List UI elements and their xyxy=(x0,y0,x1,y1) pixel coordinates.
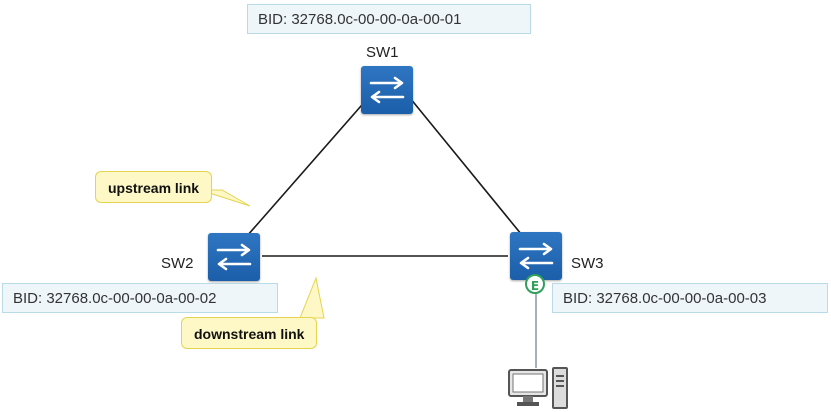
sw2-bid-label: BID: 32768.0c-00-00-0a-00-02 xyxy=(2,283,278,313)
downstream-link-callout: downstream link xyxy=(181,317,318,349)
switch-sw3[interactable] xyxy=(510,232,562,280)
sw1-bid-label: BID: 32768.0c-00-00-0a-00-01 xyxy=(247,4,531,34)
switch-icon xyxy=(216,243,252,271)
switch-sw1[interactable] xyxy=(361,66,413,114)
upstream-link-callout: upstream link xyxy=(95,171,213,203)
pc-host[interactable] xyxy=(507,364,571,412)
sw3-bid-label: BID: 32768.0c-00-00-0a-00-03 xyxy=(552,283,828,313)
edge-port-badge: E xyxy=(525,274,545,294)
pc-icon xyxy=(508,367,568,409)
sw2-name-label: SW2 xyxy=(161,255,194,272)
downstream-callout-tail xyxy=(299,276,325,319)
switch-sw2[interactable] xyxy=(208,233,260,281)
link-sw1-sw2 xyxy=(239,97,369,245)
switch-icon xyxy=(369,76,405,104)
sw3-name-label: SW3 xyxy=(571,255,604,272)
switch-icon xyxy=(518,242,554,270)
sw1-name-label: SW1 xyxy=(366,44,399,61)
link-sw1-sw3 xyxy=(409,97,527,241)
